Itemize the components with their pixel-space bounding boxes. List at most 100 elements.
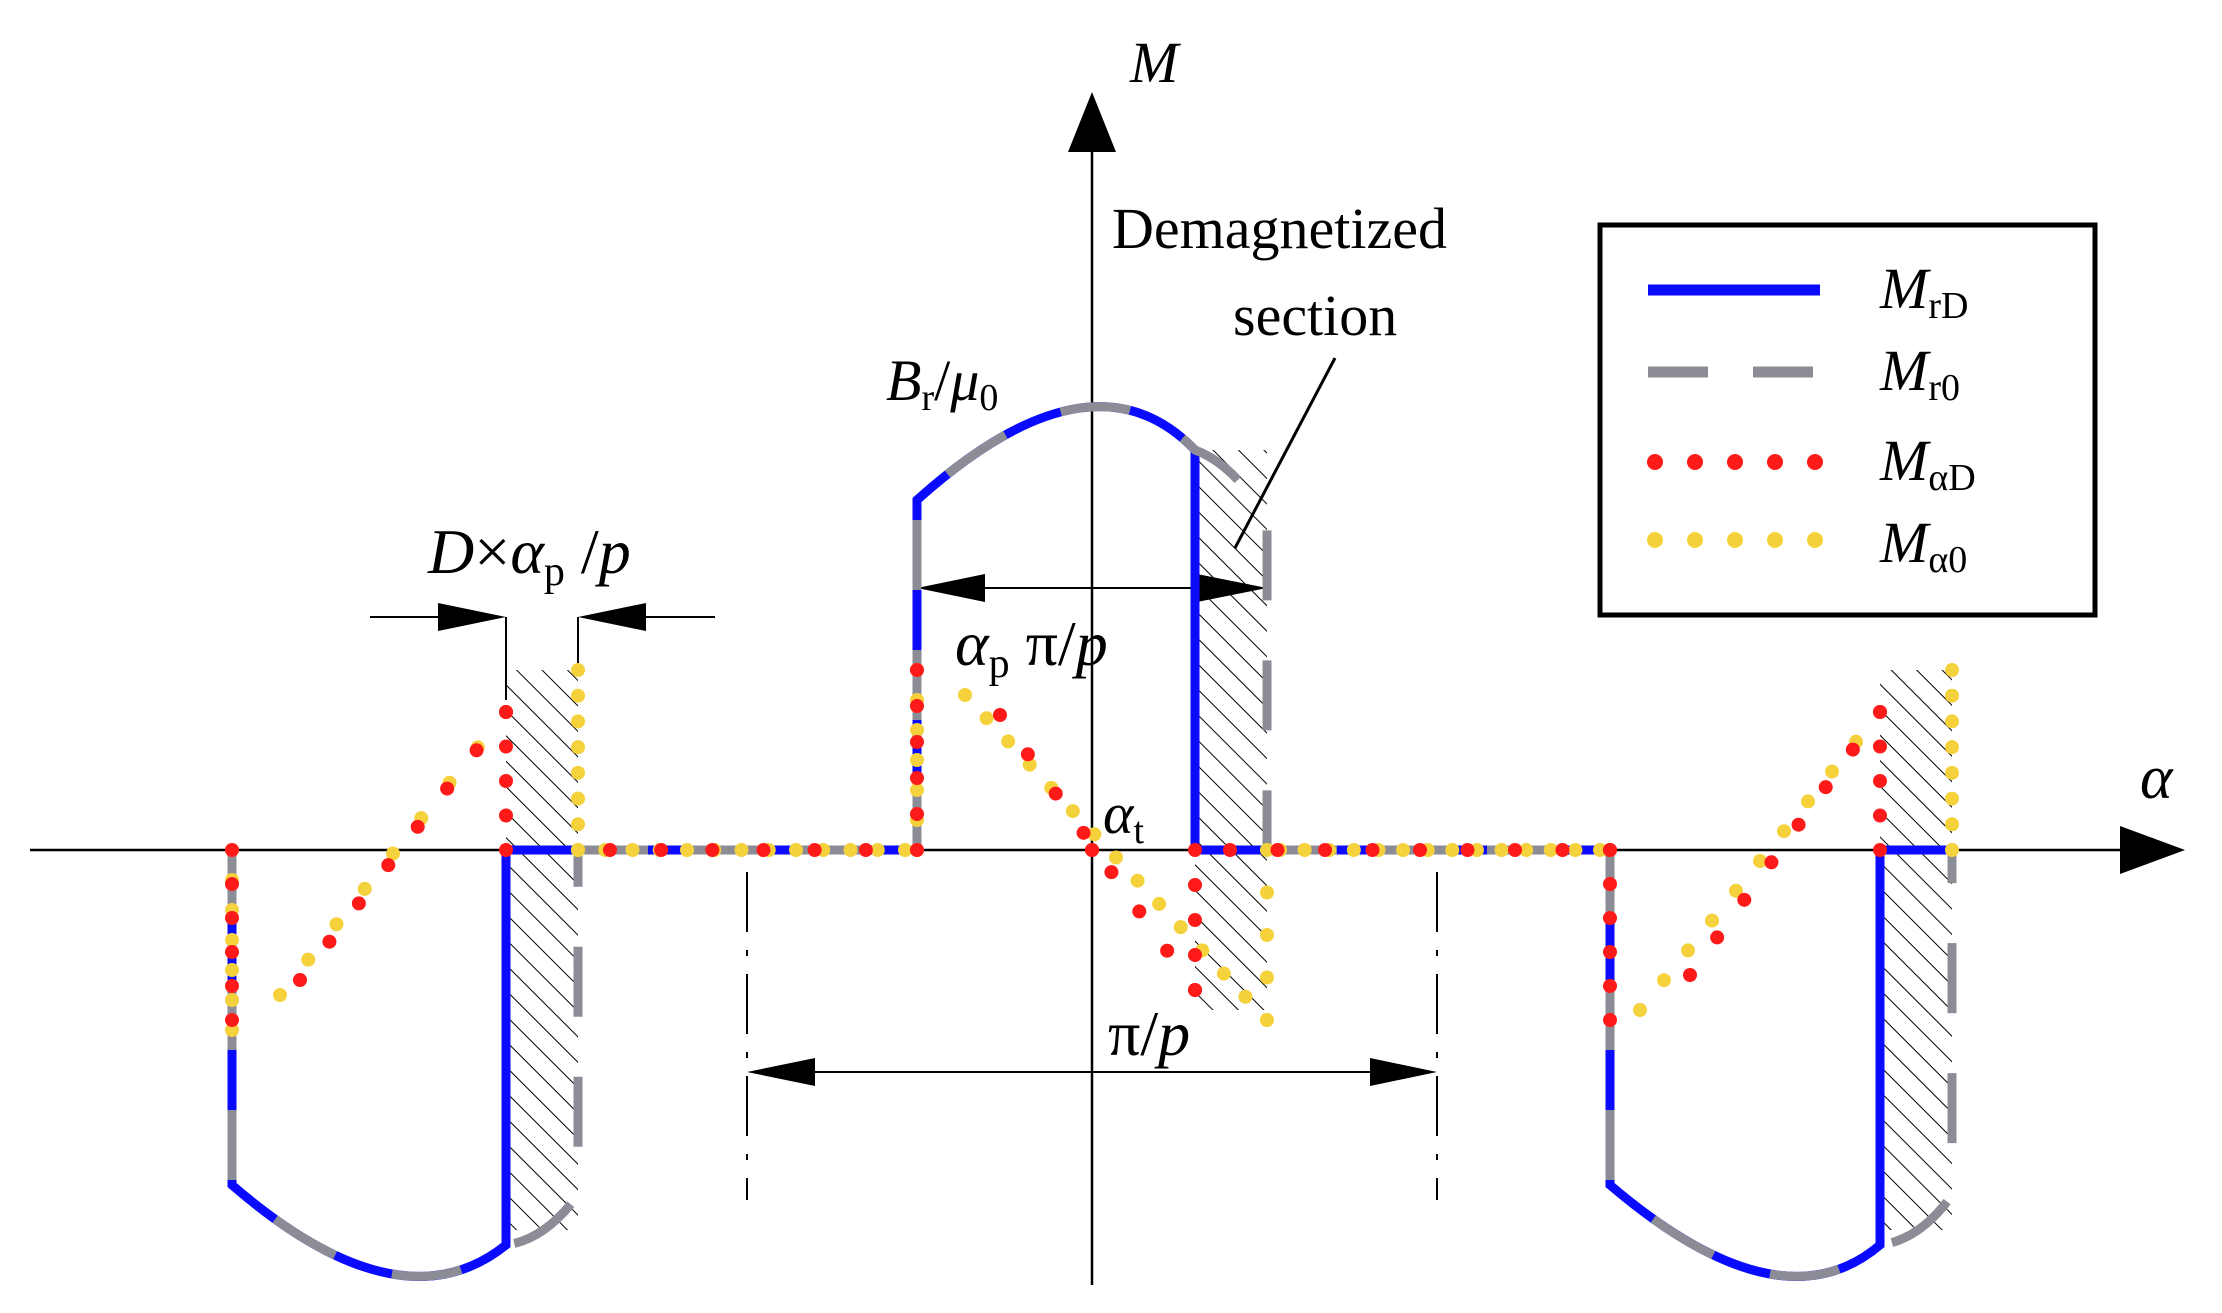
m-alphaD-dot — [1603, 843, 1617, 857]
m-alpha0-dot — [1945, 791, 1959, 806]
legend-label-mad: MαD — [1879, 428, 1976, 499]
m-alphaD-dot — [1791, 817, 1806, 832]
m-alpha0-dot — [910, 783, 924, 797]
m-alpha0-dot — [1346, 843, 1361, 857]
legend-swatch-dot-ma0 — [1807, 532, 1823, 548]
m-alpha0-dot — [789, 843, 803, 857]
hatch-center-upper — [1195, 450, 1267, 850]
m-alphaD-dot — [756, 843, 771, 857]
pi-over-p-arrow-left — [747, 1058, 815, 1086]
m-alphaD-dot — [499, 774, 513, 788]
m-alphaD-dot — [1873, 705, 1887, 719]
m-alphaD-dot — [225, 877, 239, 891]
m-alpha0-dot — [1945, 817, 1959, 832]
m-alpha0-dot — [1657, 973, 1671, 988]
legend: MrD Mr0 MαD Mα0 — [1597, 222, 2098, 618]
m-alphaD-dot — [499, 843, 513, 857]
m-alpha0-dot — [1445, 843, 1460, 857]
right-mrd-solid — [1605, 845, 1952, 1281]
m-alpha0-dot — [1519, 843, 1534, 857]
m-alpha0-dot — [958, 688, 972, 702]
m-alpha0-dot — [1705, 913, 1719, 928]
m-alphaD-dot — [410, 819, 425, 834]
m-alphaD-dot — [1818, 780, 1833, 795]
m-alpha0-dot — [1001, 734, 1016, 749]
m-alpha0-dot — [273, 988, 287, 1002]
m-alphaD-dot — [1020, 747, 1035, 762]
alpha-axis-label: α — [2140, 744, 2174, 812]
m-alpha0-dot — [225, 933, 239, 947]
m-alphaD-dot — [910, 807, 924, 821]
left-block — [227, 845, 583, 1281]
m-alpha0-dot — [1152, 896, 1167, 911]
m-alphaD-dot — [1188, 983, 1202, 997]
m-alphaD-dot — [1085, 843, 1099, 857]
hatch-right-lower — [1880, 850, 1952, 1230]
hatch-center-lower — [1195, 850, 1267, 1010]
m-alpha0-dot — [1260, 1013, 1274, 1027]
m-alphaD-dot — [322, 934, 337, 949]
legend-swatch-dot-mad — [1807, 454, 1823, 470]
m-alphaD-dot — [807, 843, 822, 857]
m-alphaD-dot — [1508, 843, 1522, 857]
m-alphaD-dot — [225, 979, 239, 993]
m-alpha0-dot — [1297, 843, 1312, 857]
m-alphaD-dot — [910, 663, 924, 677]
m-alpha0-dot — [1801, 794, 1815, 809]
m-alphaD-dot — [1048, 786, 1063, 801]
m-alpha0-dot — [1216, 966, 1231, 981]
m-alpha0-dot — [1109, 850, 1123, 865]
m-alphaD-dot — [1076, 825, 1091, 840]
demag-leader-line — [1233, 357, 1337, 549]
m-alphaD-dot — [1413, 843, 1427, 857]
m-alpha0-dot — [979, 711, 994, 726]
dimension-lines — [370, 357, 1438, 1200]
legend-swatch-dot-mad — [1727, 454, 1743, 470]
m-alphaD-dot — [1223, 843, 1237, 857]
center-mr0-dash — [912, 402, 1272, 850]
m-alpha0-dot — [910, 723, 924, 737]
m-alphaD-dot — [1764, 855, 1779, 870]
legend-swatch-dot-mad — [1767, 454, 1783, 470]
m-alpha0-dot — [1260, 970, 1274, 985]
m-alpha0-dot — [571, 714, 585, 729]
dap-arrow-left — [438, 603, 506, 631]
m-alphaD-dot — [1555, 843, 1570, 857]
legend-swatch-dot-mad — [1647, 454, 1663, 470]
m-alphaD-dot — [1873, 774, 1887, 788]
m-alphaD-dot — [654, 843, 669, 857]
alpha-axis-arrow — [2120, 826, 2185, 874]
axes: M α — [30, 30, 2185, 1285]
m-alphaD-dot — [993, 708, 1007, 722]
section-label: section — [1233, 283, 1397, 348]
m-alpha0-dot — [1825, 764, 1839, 779]
m-alpha0-dot — [1945, 663, 1959, 677]
dimension-arrowheads — [438, 574, 1437, 1086]
legend-swatch-dot-ma0 — [1687, 532, 1703, 548]
m-alphaD-dot — [1365, 843, 1380, 857]
m-alphaD-dot — [293, 973, 307, 987]
m-alphaD-dot — [1460, 843, 1475, 857]
m-alpha0-dot — [734, 843, 749, 857]
m-alpha0-dot — [1945, 688, 1959, 703]
pi-over-p-label: π/p — [1108, 998, 1190, 1069]
m-alpha0-dot — [898, 843, 912, 857]
m-alpha0-dot — [1494, 843, 1509, 857]
m-alpha0-dot — [1173, 920, 1188, 935]
ap-arrow-left — [917, 574, 985, 602]
m-alpha0-dot — [357, 881, 372, 896]
m-alphaD-dot — [225, 911, 239, 925]
m-alpha0-dot — [1945, 740, 1959, 755]
m-alphaD-dot — [910, 699, 924, 713]
m-alpha0-dot — [1729, 883, 1743, 898]
m-alpha0-dot — [1753, 854, 1767, 868]
m-alphaD-dot — [858, 843, 873, 857]
left-mr0-dash — [227, 850, 583, 1281]
m-alpha0-dot — [1945, 714, 1959, 729]
m-alpha0-dot — [301, 952, 316, 967]
d-alpha-p-label: D×αp /p — [427, 516, 631, 595]
right-block — [1605, 845, 1957, 1281]
diagram-labels: Demagnetized section Br/μ0 D×αp /p αp π/… — [427, 196, 1447, 1069]
m-alphaD-dot — [1188, 948, 1202, 962]
